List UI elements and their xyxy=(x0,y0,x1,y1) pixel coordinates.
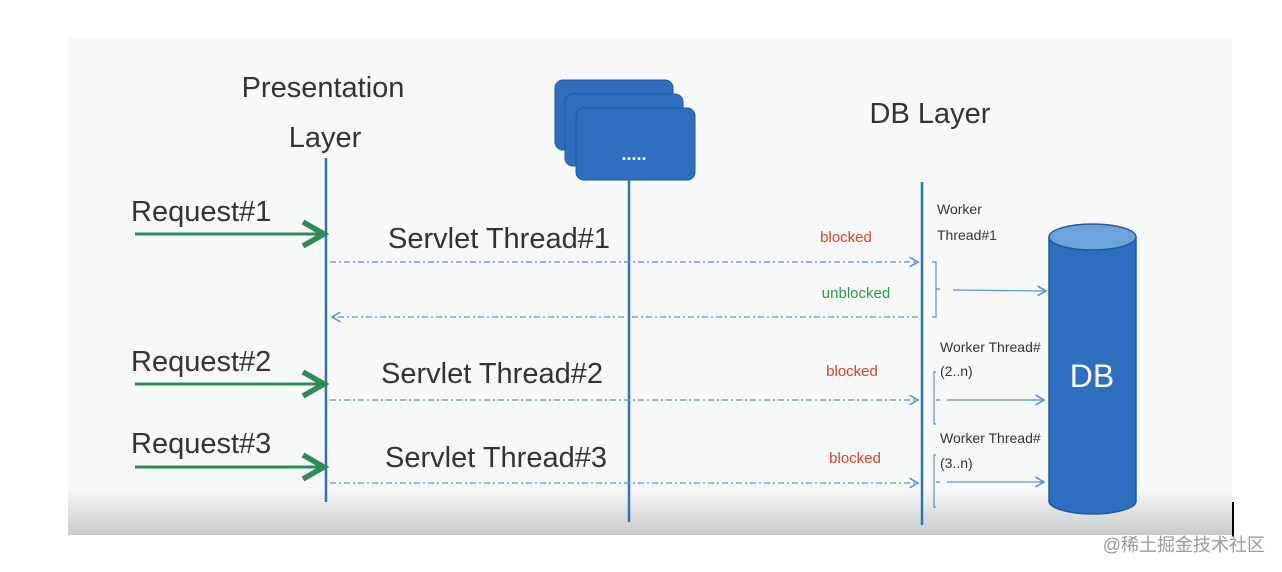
worker-3-bracket xyxy=(933,454,940,508)
status-blocked-1: blocked xyxy=(820,229,872,246)
request-3-label: Request#3 xyxy=(131,428,271,460)
worker-2-bracket xyxy=(933,371,940,425)
db-label: DB xyxy=(1070,358,1114,394)
worker-1-db-arrow xyxy=(952,285,1048,297)
servlet-thread-1-label: Servlet Thread#1 xyxy=(388,223,610,255)
slide-bottom-shade xyxy=(68,488,1232,535)
database-icon xyxy=(1048,223,1137,515)
watermark: @稀土掘金技术社区 xyxy=(1103,535,1265,555)
request-2-label: Request#2 xyxy=(131,346,271,378)
presentation-layer-title-line2: Layer xyxy=(289,122,362,154)
worker-1-label: Worker xyxy=(937,201,982,217)
worker-2-label-line2: (2..n) xyxy=(940,363,973,379)
servlet-thread-3-label: Servlet Thread#3 xyxy=(385,442,607,474)
status-unblocked: unblocked xyxy=(822,285,890,302)
worker-3-label: Worker Thread# xyxy=(940,430,1041,446)
presentation-layer-title: Presentation xyxy=(242,72,405,104)
db-layer-title: DB Layer xyxy=(870,98,991,130)
servlet-pool-icon xyxy=(554,79,696,181)
worker-1-label-line2: Thread#1 xyxy=(937,227,997,243)
worker-2-label: Worker Thread# xyxy=(940,339,1041,355)
status-blocked-3: blocked xyxy=(829,450,881,467)
worker-1-bracket xyxy=(932,261,940,318)
status-blocked-2: blocked xyxy=(826,363,878,380)
servlet-pool-label: ..... xyxy=(621,144,646,164)
worker-3-label-line2: (3..n) xyxy=(940,455,973,471)
servlet-thread-2-label: Servlet Thread#2 xyxy=(381,358,603,390)
request-1-label: Request#1 xyxy=(131,196,271,228)
